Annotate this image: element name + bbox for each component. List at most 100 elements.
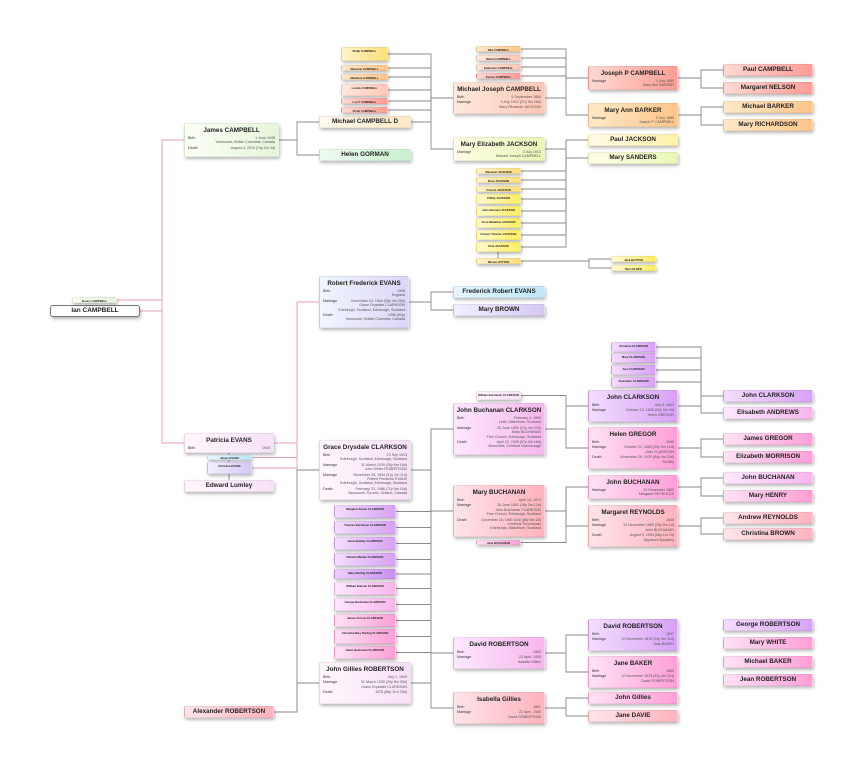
person-card[interactable]: Alexander CLARKSON	[611, 377, 656, 387]
person-card[interactable]: George Buchanan CLARKSON	[334, 598, 396, 611]
person-card[interactable]: Frederick Robert EVANS	[453, 286, 545, 298]
person-card[interactable]: Ian CAMPBELL	[50, 305, 140, 317]
person-card[interactable]: Lorette CAMPBELL	[341, 84, 388, 96]
person-card[interactable]: Francis Thomas JACKSON	[476, 230, 521, 240]
connector-line	[545, 634, 588, 654]
person-card[interactable]: Elizabeth MORRISON	[723, 451, 813, 463]
person-card[interactable]: Helen Buchanan CLARKSON	[334, 646, 396, 659]
person-card[interactable]: Margaret JACKSON	[476, 168, 521, 174]
person-card[interactable]: John BUCHANAN	[723, 472, 813, 484]
person-card[interactable]: Vincent JACKSON	[476, 186, 521, 192]
person-name: Christina BROWN	[741, 530, 795, 537]
person-card[interactable]: Jean ROBERTSON	[723, 674, 813, 686]
person-card[interactable]: Lori T CAMPBELL	[341, 98, 388, 104]
person-card[interactable]: Rose JACKSON	[476, 177, 521, 183]
person-card[interactable]: Michael BARKER	[723, 101, 813, 113]
person-card[interactable]: James EVANS	[207, 455, 252, 460]
person-card[interactable]: Phillip JACKSON	[476, 194, 521, 204]
person-card[interactable]: Andrew REYNOLDS	[723, 512, 813, 524]
person-card[interactable]: Madeline CAMPBELL	[341, 74, 388, 80]
person-card[interactable]: William Buchanan CLARKSON	[476, 391, 521, 400]
fact-line: 26 June 1891 (18y 2m 12d)	[497, 503, 541, 508]
person-card[interactable]: Paul CAMPBELL	[723, 64, 813, 76]
person-card[interactable]: Janet Bradley CLARKSON	[334, 537, 396, 550]
person-card[interactable]: Jane BUCHANAN	[476, 540, 521, 545]
person-card[interactable]: Philip CAMPBELL	[341, 47, 388, 61]
person-card[interactable]: Mary ELDER	[611, 265, 656, 271]
person-card[interactable]: Patricia Mackie CLARKSON	[334, 553, 396, 566]
person-card[interactable]: Jane DAVIE	[588, 710, 678, 722]
person-card[interactable]: Rita CAMPBELL	[476, 46, 521, 52]
person-card[interactable]: Mary BROWN	[453, 304, 545, 316]
person-card[interactable]: John Bernard JACKSON	[476, 206, 521, 216]
person-card[interactable]: Christina Mary Darling CLARKSON	[334, 629, 396, 644]
person-card[interactable]: Mary Darling CLARKSON	[334, 569, 396, 579]
person-card[interactable]: Martin CAMPBELL	[476, 55, 521, 61]
person-card[interactable]: Mary RICHARDSON	[723, 119, 813, 131]
person-card[interactable]: Michael BAKER	[723, 656, 813, 668]
person-name: Michael CAMPBELL D	[331, 118, 398, 125]
person-card[interactable]: Anne Madeline JACKSON	[476, 218, 521, 228]
fact-label: Marriage	[323, 298, 338, 303]
person-card[interactable]: Paul JACKSON	[588, 134, 678, 146]
person-card[interactable]: Helen GORMAN	[319, 149, 411, 161]
person-card[interactable]: Christina EVANS	[207, 462, 252, 474]
person-card[interactable]: John Gillies	[588, 692, 678, 704]
person-card[interactable]: Christina BROWN	[723, 528, 813, 540]
person-card[interactable]: Winnie HUTTON	[476, 258, 521, 264]
person-card[interactable]: Thomas Buchanan CLARKSON	[334, 521, 396, 534]
person-card[interactable]: Ann CLARKSON	[611, 365, 656, 375]
person-card[interactable]: Margaret Fraser CLARKSON	[334, 505, 396, 518]
person-card[interactable]: Paul JACKSON	[476, 242, 521, 252]
person-card[interactable]: Christina CLARKSON	[611, 342, 656, 352]
person-card[interactable]: John CLARKSON	[723, 390, 813, 402]
person-card[interactable]: Edward Lumley	[184, 480, 274, 492]
person-card[interactable]: Mary CLARKSON	[611, 353, 656, 363]
fact-label: Birth	[457, 650, 465, 654]
person-card[interactable]: Mary WHITE	[723, 637, 813, 649]
person-card[interactable]: Mary SANDERS	[588, 152, 678, 164]
person-card[interactable]: Evelyn CAMPBELL	[476, 73, 521, 79]
person-name: Isabella Gillies	[477, 696, 521, 703]
fact-value: 1996 (90y)Vancouver, British Columbia, C…	[346, 313, 405, 322]
person-card[interactable]: Katherine CAMPBELL	[476, 64, 521, 70]
person-card[interactable]: Violet CAMPBELL	[341, 107, 388, 113]
person-card[interactable]: Elisabeth ANDREWS	[723, 407, 813, 419]
person-card[interactable]: William Duncan CLARKSON	[334, 582, 396, 595]
connector-line	[545, 148, 588, 159]
person-card[interactable]: Margaret CAMPBELL	[341, 65, 388, 71]
person-card[interactable]: Jack HUTTON	[611, 256, 656, 262]
person-card[interactable]: James GREGOR	[723, 433, 813, 445]
person-card[interactable]: Mary HENRY	[723, 490, 813, 502]
person-card[interactable]: Michael CAMPBELL D	[319, 116, 411, 128]
person-card[interactable]: Margaret NELSON	[723, 82, 813, 94]
connector-line	[388, 76, 453, 99]
person-card[interactable]: Alexander ROBERTSON	[184, 706, 274, 718]
fact-value: 31 March 1939 (29y 8m 30d)Grace Drysdale…	[361, 680, 407, 689]
person-card[interactable]: James Forrest CLARKSON	[334, 614, 396, 627]
person-card[interactable]: George ROBERTSON	[723, 619, 813, 631]
person-card[interactable]: Bunny CAMPBELL	[72, 297, 117, 303]
